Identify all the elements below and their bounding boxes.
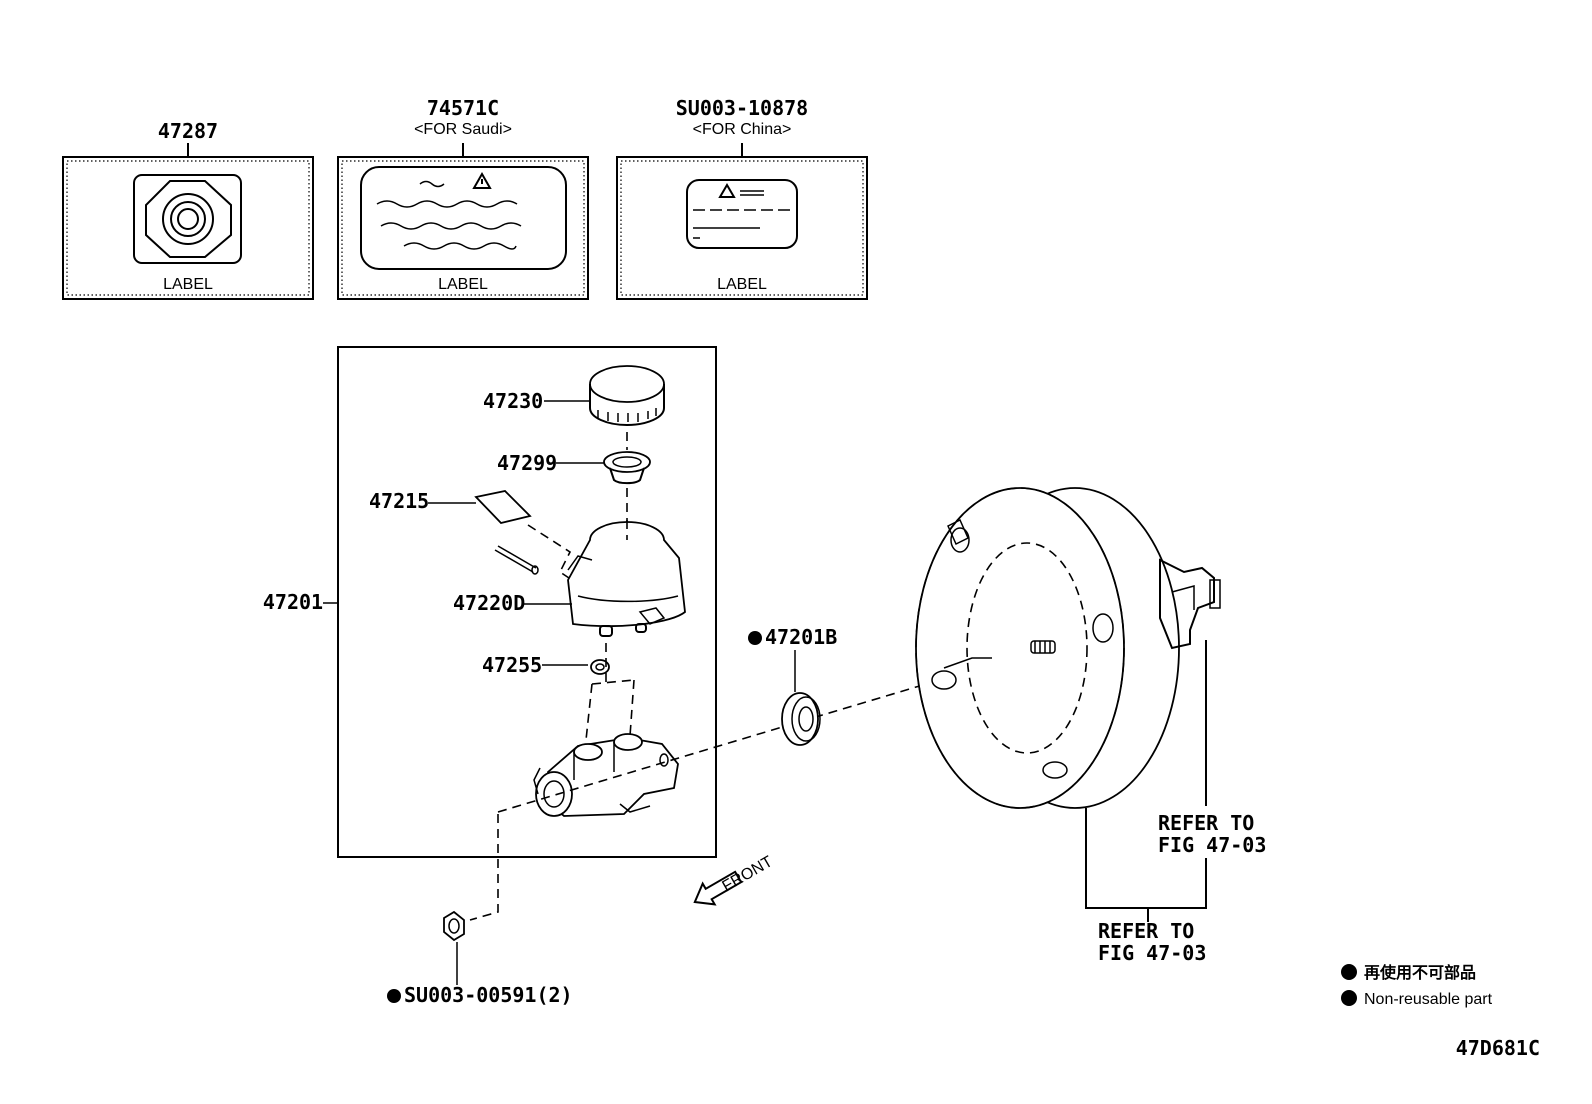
part-number-47201b[interactable]: 47201B [765, 625, 837, 649]
non-reusable-marker [387, 989, 401, 1003]
label-caption: LABEL [438, 276, 488, 293]
legend-cjk-text: 再使用不可部品 [1364, 963, 1476, 982]
legend-bullet [1341, 964, 1357, 980]
non-reusable-marker [748, 631, 762, 645]
refer-2-line1[interactable]: REFER TO [1098, 919, 1194, 943]
reservoir-seal[interactable] [590, 659, 610, 675]
label-box-74571c: 74571C <FOR Saudi> LABEL [337, 96, 589, 300]
legend: 再使用不可部品 Non-reusable part [1341, 963, 1493, 1008]
label-box-su003-10878: SU003-10878 <FOR China> LABEL [616, 96, 868, 300]
reservoir-strainer[interactable] [603, 451, 651, 485]
label-note-saudi: <FOR Saudi> [414, 121, 512, 138]
label-frame [337, 156, 589, 300]
legend-bullet [1341, 990, 1357, 1006]
brake-booster[interactable] [915, 487, 1221, 809]
front-label: FRONT [720, 853, 776, 895]
label-caption: LABEL [717, 276, 767, 293]
part-number-47230[interactable]: 47230 [483, 389, 543, 413]
master-cylinder-assembly: 47201 47230 47299 47215 [263, 346, 717, 858]
figure-code: 47D681C [1456, 1036, 1540, 1060]
part-number-47287[interactable]: 47287 [158, 119, 218, 143]
brake-fluid-reservoir[interactable] [567, 521, 686, 637]
refer-2-line2[interactable]: FIG 47-03 [1098, 941, 1206, 965]
part-number-47299[interactable]: 47299 [497, 451, 557, 475]
part-number-74571c[interactable]: 74571C [427, 96, 499, 120]
part-number-47215[interactable]: 47215 [369, 489, 429, 513]
reservoir-cap[interactable] [589, 365, 665, 426]
part-number-47201[interactable]: 47201 [263, 590, 323, 614]
refer-1-line1[interactable]: REFER TO [1158, 811, 1254, 835]
reservoir-grommet[interactable] [474, 490, 539, 575]
master-cylinder-nut[interactable] [443, 910, 465, 942]
label-frame [616, 156, 868, 300]
label-47287-icon [133, 174, 242, 264]
label-caption: LABEL [163, 276, 213, 293]
part-number-47255[interactable]: 47255 [482, 653, 542, 677]
assembly-frame [337, 346, 717, 858]
master-cylinder-body[interactable] [533, 733, 679, 817]
booster-gasket[interactable] [781, 692, 821, 746]
part-number-su003-10878[interactable]: SU003-10878 [676, 96, 808, 120]
label-box-47287: 47287 LABEL [62, 119, 314, 300]
chinese-warning-label-icon [686, 179, 798, 249]
part-number-47220d[interactable]: 47220D [453, 591, 525, 615]
label-frame [62, 156, 314, 300]
arabic-warning-label-icon [360, 166, 567, 270]
refer-1-line2[interactable]: FIG 47-03 [1158, 833, 1266, 857]
part-number-su003-00591[interactable]: SU003-00591(2) [404, 983, 573, 1007]
label-note-china: <FOR China> [693, 121, 792, 138]
legend-english-text: Non-reusable part [1364, 991, 1493, 1008]
front-direction-arrow [693, 870, 743, 906]
